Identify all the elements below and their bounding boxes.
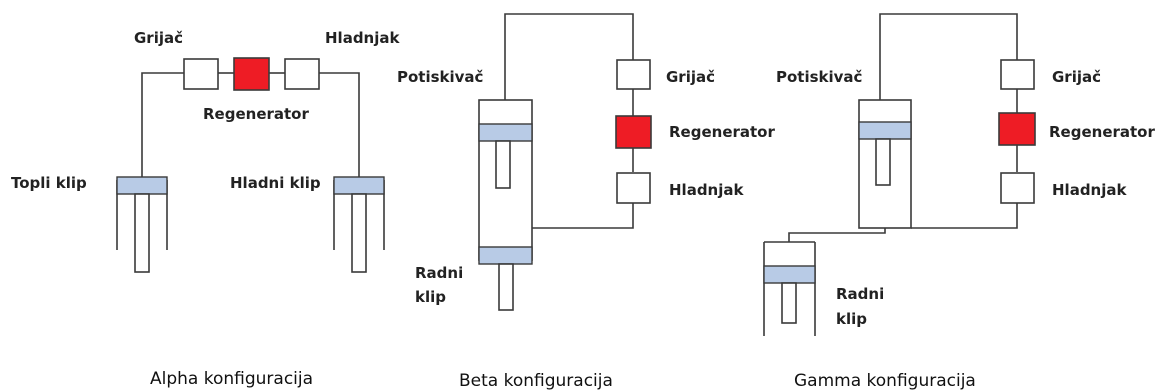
beta-cooler-label: Hladnjak bbox=[669, 181, 744, 199]
alpha-cold-pipe bbox=[319, 72, 360, 180]
gamma-displacer-rod bbox=[875, 138, 891, 186]
beta-configuration: Potiskivač Grijač Regenerator Hladnjak R… bbox=[397, 13, 775, 391]
gamma-regenerator-label: Regenerator bbox=[1049, 123, 1155, 141]
gamma-power-piston-label-line1: Radni bbox=[836, 285, 884, 303]
alpha-cold-piston-rod bbox=[351, 193, 367, 273]
gamma-transfer-pipe bbox=[788, 228, 886, 242]
beta-power-piston-label-line1: Radni bbox=[415, 264, 463, 282]
gamma-heater-box bbox=[1000, 59, 1035, 90]
beta-regenerator-label: Regenerator bbox=[669, 123, 775, 141]
alpha-cold-piston bbox=[333, 176, 385, 195]
gamma-power-piston bbox=[763, 265, 816, 284]
alpha-cooler-label: Hladnjak bbox=[325, 29, 400, 47]
alpha-hot-piston-rod bbox=[134, 193, 150, 273]
beta-displacer bbox=[478, 123, 533, 142]
alpha-heater-label: Grijač bbox=[134, 29, 183, 47]
alpha-caption: Alpha konfiguracija bbox=[150, 369, 313, 389]
beta-bottom-pipe bbox=[532, 203, 634, 229]
beta-top-pipe bbox=[504, 13, 634, 100]
gamma-cooler-label: Hladnjak bbox=[1052, 181, 1127, 199]
gamma-displacer-label: Potiskivač bbox=[776, 68, 863, 86]
alpha-cooler-box bbox=[284, 58, 320, 90]
beta-heater-box bbox=[616, 59, 651, 90]
alpha-cold-piston-label: Hladni klip bbox=[230, 174, 321, 192]
alpha-regenerator-box bbox=[233, 57, 270, 91]
beta-power-piston-rod bbox=[498, 263, 514, 311]
beta-cooler-box bbox=[616, 172, 651, 204]
beta-displacer-rod bbox=[495, 140, 511, 189]
gamma-cooler-box bbox=[1000, 172, 1035, 204]
beta-heater-label: Grijač bbox=[666, 68, 715, 86]
beta-caption: Beta konfiguracija bbox=[459, 371, 613, 391]
gamma-heater-label: Grijač bbox=[1052, 68, 1101, 86]
beta-regenerator-box bbox=[615, 115, 652, 149]
alpha-heater-box bbox=[183, 58, 219, 90]
beta-power-piston-label-line2: klip bbox=[415, 288, 446, 306]
gamma-configuration: Potiskivač Grijač Regenerator Hladnjak R… bbox=[763, 13, 1155, 391]
gamma-power-cylinder bbox=[763, 241, 816, 336]
gamma-displacer bbox=[858, 121, 912, 140]
alpha-hot-piston-label: Topli klip bbox=[11, 174, 87, 192]
gamma-power-piston-label-line2: klip bbox=[836, 310, 867, 328]
gamma-caption: Gamma konfiguracija bbox=[794, 371, 976, 391]
alpha-regenerator-label: Regenerator bbox=[203, 105, 309, 123]
alpha-configuration: Grijač Hladnjak Regenerator Topli klip H… bbox=[11, 29, 400, 389]
gamma-regenerator-box bbox=[998, 112, 1036, 146]
alpha-hot-pipe bbox=[141, 72, 184, 180]
gamma-power-piston-rod bbox=[781, 282, 797, 324]
beta-displacer-label: Potiskivač bbox=[397, 68, 484, 86]
beta-power-piston bbox=[478, 246, 533, 265]
gamma-bottom-pipe bbox=[911, 203, 1018, 229]
alpha-hot-piston bbox=[116, 176, 168, 195]
gamma-top-pipe bbox=[879, 13, 1018, 100]
